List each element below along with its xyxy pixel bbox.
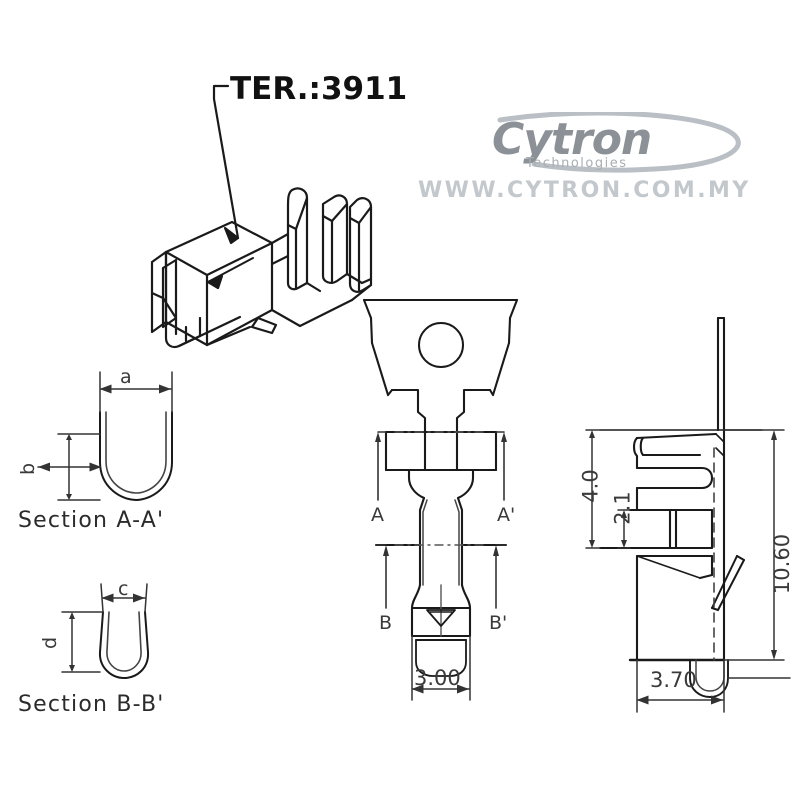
section-letter-b-prime: B': [489, 612, 508, 634]
section-aa-geometry: [99, 411, 173, 501]
dim-label-300: 3.00: [414, 666, 461, 690]
section-marker-b: [375, 544, 389, 609]
logo-tagline: Technologies: [526, 156, 628, 171]
top-view-dim-300: [411, 635, 471, 701]
logo-swoosh-icon: [497, 112, 741, 173]
section-marker-a: [375, 431, 387, 501]
dim-label-1060: 10.60: [770, 533, 795, 595]
side-view-dim-40: [585, 429, 601, 549]
dim-label-d: d: [39, 636, 62, 650]
top-view-geometry: [362, 298, 519, 677]
section-aa-dim-a: [99, 371, 173, 413]
isometric-terminal-view: [150, 187, 373, 349]
callout-leader: [212, 84, 240, 245]
section-aa-dim-b: [37, 433, 102, 501]
logo-wordmark: Cytron: [492, 114, 652, 165]
dim-label-40: 4.0: [578, 469, 603, 503]
part-number-label: TER.:3911: [230, 71, 408, 107]
dim-label-c: c: [118, 578, 129, 600]
dim-label-b: b: [17, 462, 40, 476]
section-bb-dim-c: [100, 583, 148, 613]
section-bb-dim-d: [61, 611, 104, 673]
side-view-dim-370: [636, 659, 725, 713]
section-letter-a: A: [371, 504, 384, 526]
side-view-dim-21: [617, 509, 631, 549]
dim-label-21: 2.1: [610, 491, 635, 525]
section-marker-a-prime: [495, 431, 507, 501]
dim-label-a: a: [120, 366, 132, 388]
section-letter-b: B: [379, 612, 393, 634]
section-aa-title: Section A-A': [18, 508, 165, 533]
section-marker-b-prime: [493, 544, 507, 609]
section-bb-geometry: [98, 611, 150, 679]
top-view-centerlines: [394, 431, 488, 546]
cytron-logo: Cytron Technologies: [470, 112, 770, 174]
section-letter-a-prime: A': [497, 504, 516, 526]
side-view-dim-1060: [723, 429, 785, 661]
website-url: WWW.CYTRON.COM.MY: [418, 178, 751, 203]
dim-label-370: 3.70: [650, 668, 697, 692]
section-bb-title: Section B-B': [18, 692, 165, 717]
side-view-geometry: [599, 316, 763, 698]
